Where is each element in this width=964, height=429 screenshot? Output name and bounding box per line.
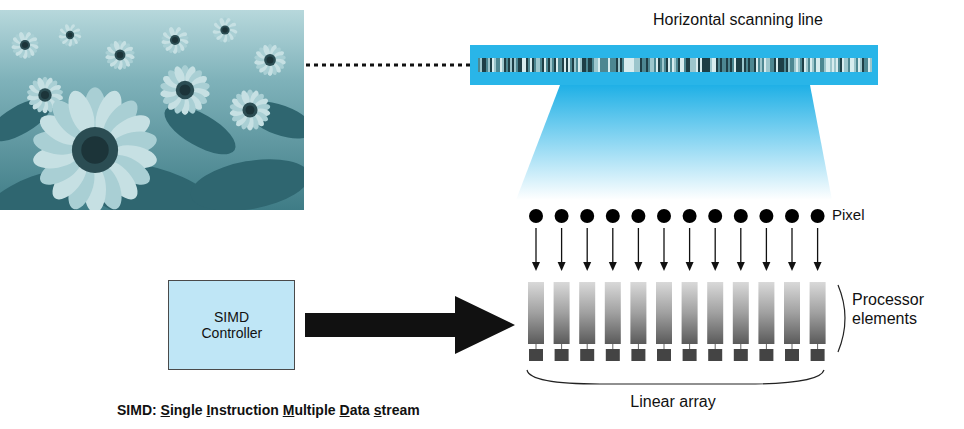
sunflower: [11, 31, 39, 58]
local-memory: [734, 349, 748, 361]
arrowhead: [532, 262, 540, 271]
pixel-dot: [708, 209, 722, 223]
processor-element: [528, 282, 544, 344]
definition-note: SIMD: Single Instruction Multiple Data s…: [117, 402, 420, 419]
sunflower: [58, 24, 81, 47]
dotted-leader: [306, 64, 470, 67]
pixel-dot: [631, 209, 645, 223]
part-label: Linear array: [630, 392, 715, 411]
processor-element: [810, 282, 826, 344]
processor-element: [682, 282, 698, 344]
processor-element: [630, 282, 646, 344]
broadcast-arrow: [305, 296, 515, 354]
processor-element: [784, 282, 800, 344]
local-memory: [631, 349, 645, 361]
arrowhead: [634, 262, 642, 271]
local-memory: [811, 349, 825, 361]
arrowhead: [814, 262, 822, 271]
bracket: [527, 370, 824, 384]
arrowhead: [711, 262, 719, 271]
processor-array: [528, 228, 826, 361]
arrowhead: [737, 262, 745, 271]
sunflower: [229, 89, 271, 130]
local-memory: [555, 349, 569, 361]
pixel-dot: [606, 209, 620, 223]
controller-box: SIMD Controller: [168, 280, 295, 370]
sunflower: [254, 44, 286, 76]
pixel-dot: [657, 209, 671, 223]
pixel-dot: [785, 209, 799, 223]
pixel-dot: [555, 209, 569, 223]
part-label: Processor elements: [852, 290, 952, 328]
sunflower: [212, 17, 237, 42]
local-memory: [580, 349, 594, 361]
projection-fan: [516, 85, 832, 200]
processor-element: [707, 282, 723, 344]
pixel-dot: [529, 209, 543, 223]
part-label: Pixel: [832, 206, 865, 224]
arrowhead: [788, 262, 796, 271]
scan-line-bar: [470, 45, 878, 85]
local-memory: [606, 349, 620, 361]
pixel-dot: [811, 209, 825, 223]
sunflower: [160, 65, 211, 115]
scan-line-pixels: [478, 58, 872, 72]
node-text: SIMD Controller: [202, 309, 262, 341]
pixel-dot: [580, 209, 594, 223]
sunflower-photo: [0, 10, 304, 210]
local-memory: [529, 349, 543, 361]
arrowhead: [660, 262, 668, 271]
local-memory: [785, 349, 799, 361]
processor-element: [605, 282, 621, 344]
arrowhead: [558, 262, 566, 271]
processor-element: [758, 282, 774, 344]
processor-element: [733, 282, 749, 344]
local-memory: [708, 349, 722, 361]
arrowhead: [686, 262, 694, 271]
sunflower: [161, 26, 189, 53]
part-label: Horizontal scanning line: [653, 10, 823, 29]
pixel-dot: [683, 209, 697, 223]
processor-element: [579, 282, 595, 344]
arrowhead: [583, 262, 591, 271]
pixel-dot: [759, 209, 773, 223]
arrowhead: [609, 262, 617, 271]
local-memory: [683, 349, 697, 361]
local-memory: [759, 349, 773, 361]
pixel-row: [529, 209, 825, 223]
arrowhead: [762, 262, 770, 271]
bracket: [838, 285, 845, 352]
processor-element: [656, 282, 672, 344]
sunflower: [105, 40, 135, 70]
leaf: [187, 151, 304, 210]
pixel-dot: [734, 209, 748, 223]
sunflower: [31, 87, 158, 210]
local-memory: [657, 349, 671, 361]
processor-element: [554, 282, 570, 344]
